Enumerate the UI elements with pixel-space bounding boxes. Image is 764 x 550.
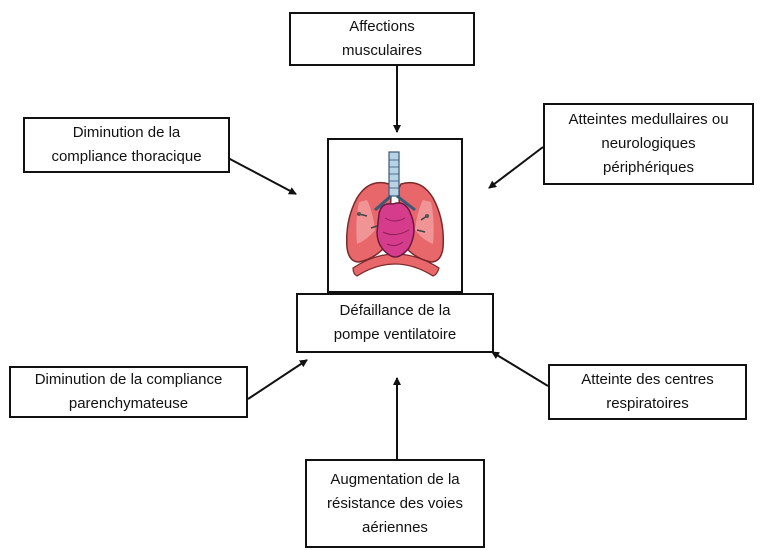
arrow-top-right — [488, 146, 544, 189]
box-affections-musculaires: Affections musculaires — [289, 12, 475, 66]
box-centres-respiratoires-label: Atteinte des centres respiratoires — [581, 371, 714, 412]
box-compliance-parenchymateuse: Diminution de la compliance parenchymate… — [9, 366, 248, 418]
arrow-bottom-left — [247, 359, 308, 400]
arrow-bottom-right — [491, 351, 549, 387]
arrow-top-left — [227, 157, 297, 195]
box-centres-respiratoires: Atteinte des centres respiratoires — [548, 364, 747, 420]
box-resistance-voies: Augmentation de la résistance des voies … — [305, 459, 485, 548]
box-atteintes-medullaires-label: Atteintes medullaires ou neurologiques p… — [568, 111, 729, 176]
box-resistance-voies-label: Augmentation de la résistance des voies … — [327, 470, 463, 536]
box-compliance-thoracique-label: Diminution de la compliance thoracique — [51, 124, 202, 165]
box-compliance-parenchymateuse-label: Diminution de la compliance parenchymate… — [34, 371, 223, 412]
box-defaillance-pompe-label: Défaillance de la pompe ventilatoire — [333, 302, 457, 343]
box-atteintes-medullaires: Atteintes medullaires ou neurologiques p… — [543, 103, 754, 185]
box-affections-musculaires-label: Affections musculaires — [341, 18, 423, 59]
lungs-icon — [345, 151, 445, 277]
box-compliance-thoracique: Diminution de la compliance thoracique — [23, 117, 230, 173]
lungs-illustration-frame — [327, 138, 463, 293]
box-defaillance-pompe: Défaillance de la pompe ventilatoire — [296, 293, 494, 353]
